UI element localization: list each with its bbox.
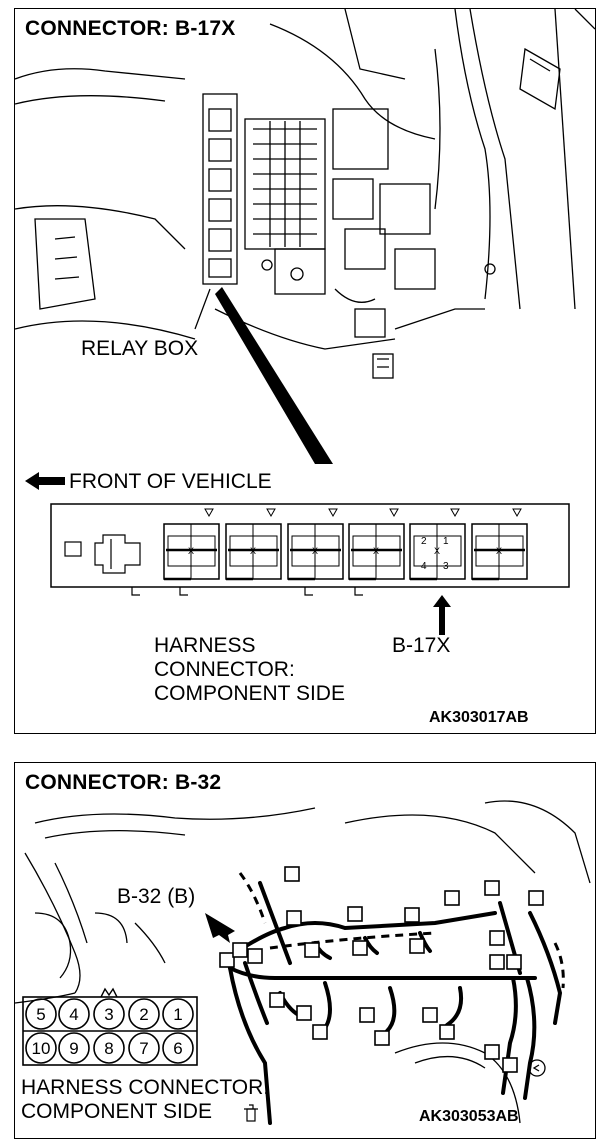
pin-label: 3 <box>104 1005 113 1024</box>
cavity-mark: X <box>188 546 194 556</box>
terminal-number: 2 <box>421 536 427 547</box>
connector-callout: B-32 (B) <box>117 885 196 908</box>
cavity-mark: X <box>312 546 318 556</box>
connector-b17x-panel: X X X X X X 2 1 4 3 CONNECTOR: B-17X REL… <box>14 8 596 734</box>
page-title: CONNECTOR: B-32 <box>23 771 226 795</box>
up-arrow-icon <box>433 595 451 635</box>
relay-box-label: RELAY BOX <box>81 337 199 360</box>
pin-label: 10 <box>32 1039 51 1058</box>
relay-socket-b17x <box>409 508 466 581</box>
harness-label-line-3: COMPONENT SIDE <box>154 682 345 705</box>
pin-label: 4 <box>69 1005 78 1024</box>
cavity-mark: X <box>373 546 379 556</box>
relay-socket-2 <box>225 508 282 581</box>
relay-socket-1 <box>163 508 220 581</box>
relay-socket-3 <box>287 508 344 581</box>
cavity-mark: X <box>250 546 256 556</box>
page-title: CONNECTOR: B-17X <box>23 17 240 41</box>
pin-label: 5 <box>36 1005 45 1024</box>
pin-label: 1 <box>173 1005 182 1024</box>
harness-label-line-1: HARNESS CONNECTOR: <box>21 1076 270 1099</box>
engine-harness-illustration: 5 4 3 2 1 10 9 8 7 6 <box>15 800 591 1125</box>
cavity-mark: X <box>434 546 440 556</box>
figure-code: AK303017AB <box>429 709 529 726</box>
connector-b32-panel: 5 4 3 2 1 10 9 8 7 6 CONNECTOR: B-32 B-3… <box>14 762 596 1139</box>
pin-label: 9 <box>69 1039 78 1058</box>
figure-code: AK303053AB <box>419 1108 519 1125</box>
terminal-number: 3 <box>443 561 449 572</box>
harness-label-line-2: CONNECTOR: <box>154 658 295 681</box>
pin-label: 8 <box>104 1039 113 1058</box>
pin-label: 7 <box>139 1039 148 1058</box>
terminal-number: 4 <box>421 561 427 572</box>
pointer-arrow-icon <box>205 913 235 943</box>
terminal-number: 1 <box>443 536 449 547</box>
connector-callout: B-17X <box>392 634 451 657</box>
pin-label: 6 <box>173 1039 182 1058</box>
cavity-mark: X <box>496 546 502 556</box>
seal-icon <box>244 1104 258 1122</box>
engine-bay-illustration: X X X X X X 2 1 4 3 <box>15 9 595 635</box>
harness-label-line-2: COMPONENT SIDE <box>21 1100 212 1123</box>
harness-label-line-1: HARNESS <box>154 634 256 657</box>
b32-terminal-face <box>22 987 198 1066</box>
front-of-vehicle-label: FRONT OF VEHICLE <box>69 470 272 493</box>
relay-socket-4 <box>348 508 405 581</box>
pin-label: 2 <box>139 1005 148 1024</box>
relay-socket-6 <box>471 508 528 581</box>
